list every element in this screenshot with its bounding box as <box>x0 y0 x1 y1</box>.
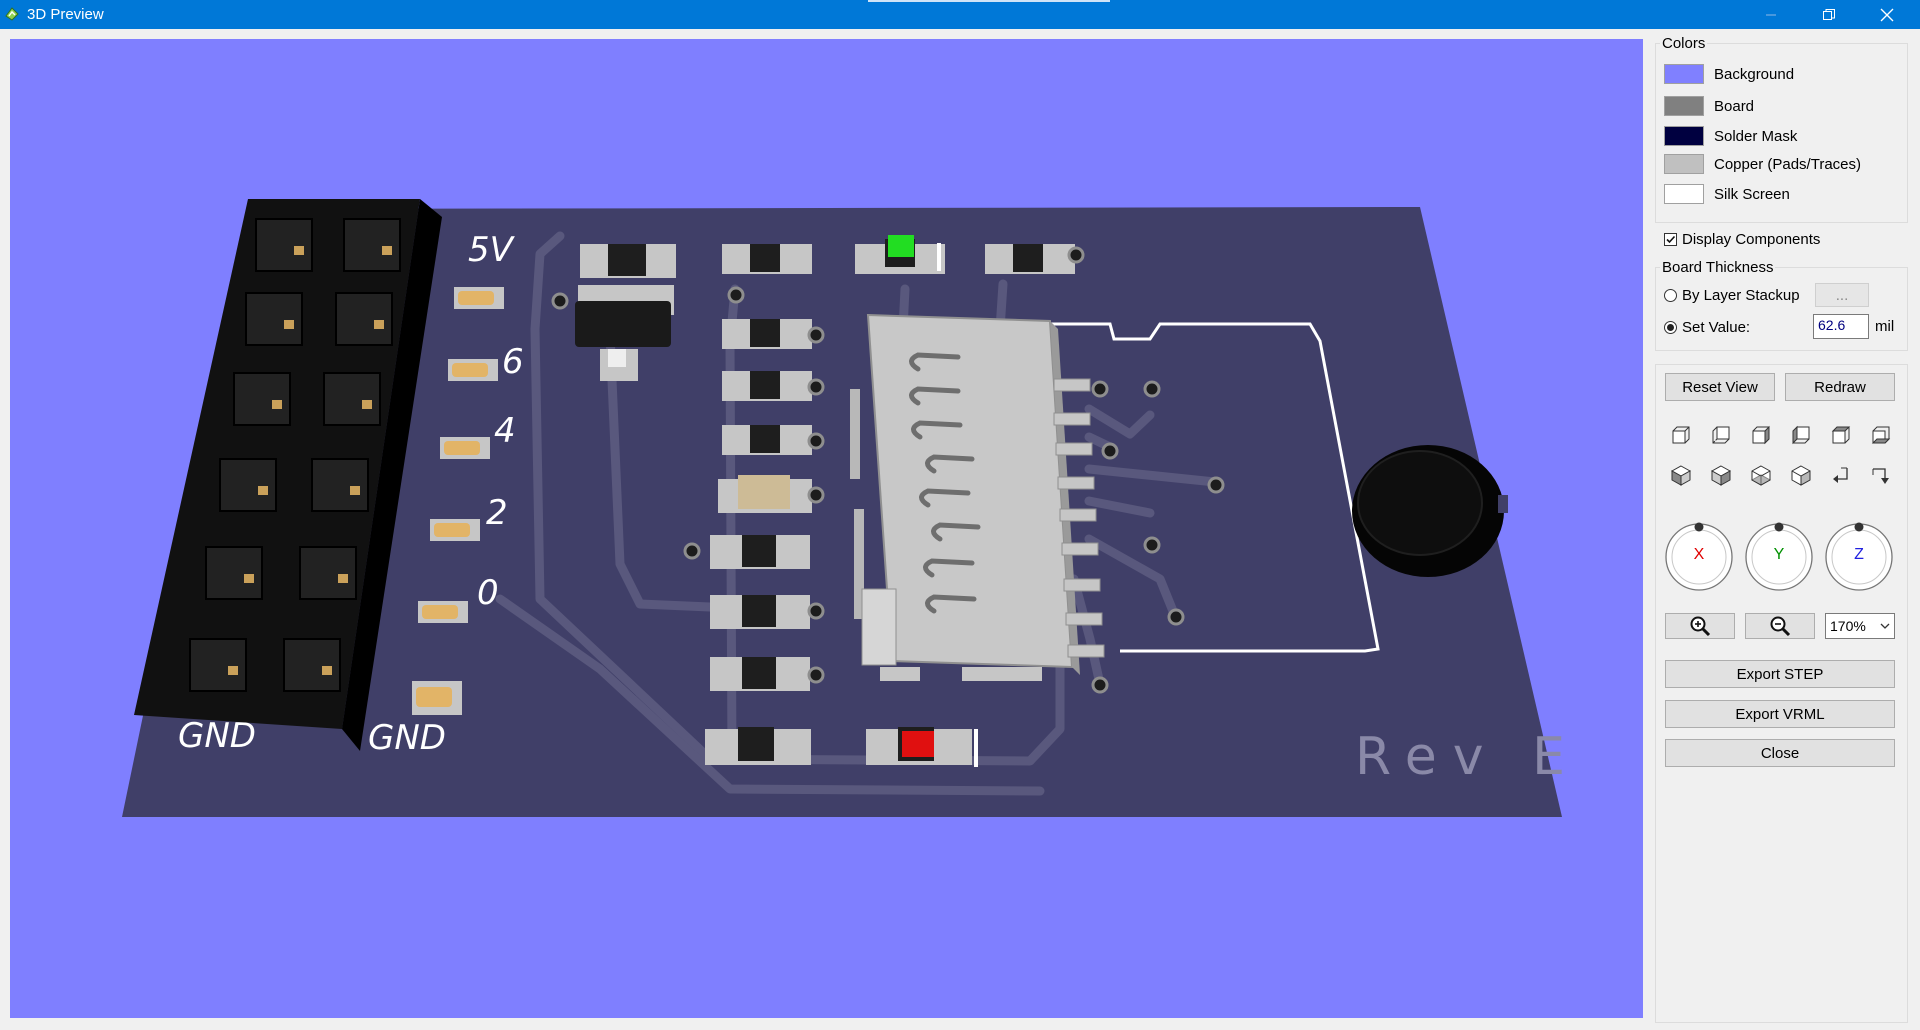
iso-view-1-icon[interactable] <box>1668 462 1694 488</box>
view-back-icon[interactable] <box>1708 422 1734 448</box>
checkbox-box[interactable] <box>1664 233 1677 246</box>
export-vrml-button[interactable]: Export VRML <box>1665 700 1895 728</box>
solder-mask-color-swatch[interactable] <box>1664 126 1704 146</box>
view-left-icon[interactable] <box>1748 422 1774 448</box>
view-bottom-icon[interactable] <box>1868 422 1894 448</box>
board-color-swatch[interactable] <box>1664 96 1704 116</box>
layer-stackup-button[interactable]: ... <box>1815 283 1869 307</box>
close-button[interactable]: Close <box>1665 739 1895 767</box>
reset-view-button[interactable]: Reset View <box>1665 373 1775 401</box>
minimize-button[interactable] <box>1748 0 1794 29</box>
restore-icon <box>1823 8 1835 20</box>
zoom-value: 170% <box>1830 618 1866 634</box>
sd-card-socket <box>850 313 1105 681</box>
label-4: 4 <box>494 411 516 451</box>
silk-screen-color-swatch[interactable] <box>1664 184 1704 204</box>
rotate-ccw-icon[interactable] <box>1828 462 1854 488</box>
label-gnd-right: GND <box>368 718 446 758</box>
color-row-copper[interactable]: Copper (Pads/Traces) <box>1664 153 1861 175</box>
title-bar: 3D Preview <box>0 0 1920 29</box>
copper-label: Copper (Pads/Traces) <box>1714 155 1861 173</box>
view-front-icon[interactable] <box>1668 422 1694 448</box>
zoom-out-button[interactable] <box>1745 613 1815 639</box>
label-6: 6 <box>502 342 524 382</box>
x-axis-label: X <box>1693 546 1705 563</box>
transistor <box>575 244 676 381</box>
background-label: Background <box>1714 65 1795 83</box>
app-icon <box>5 7 19 21</box>
color-row-background[interactable]: Background <box>1664 63 1794 85</box>
close-window-button[interactable] <box>1864 0 1910 29</box>
header-labels: 5V 6 4 2 0 GND GND <box>178 230 524 758</box>
silk-screen-label: Silk Screen <box>1714 185 1790 203</box>
iso-view-4-icon[interactable] <box>1788 462 1814 488</box>
view-right-icon[interactable] <box>1788 422 1814 448</box>
resistor-row-top <box>722 235 1075 274</box>
pcb-render[interactable]: Rev E 5V 6 4 2 0 GND GND <box>10 39 1643 1018</box>
3d-viewport[interactable]: Rev E 5V 6 4 2 0 GND GND <box>10 39 1643 1018</box>
colors-group <box>1655 43 1908 223</box>
set-value-label: Set Value: <box>1682 319 1751 336</box>
zoom-in-icon <box>1690 616 1711 637</box>
board-thickness-group <box>1655 267 1908 351</box>
checkmark-icon <box>1666 235 1676 244</box>
set-value-radio[interactable]: Set Value: <box>1664 319 1750 336</box>
title-bar-indicator <box>868 0 1110 2</box>
label-0: 0 <box>477 573 499 613</box>
zoom-out-icon <box>1770 616 1791 637</box>
colors-title: Colors <box>1660 35 1708 52</box>
label-gnd-left: GND <box>178 716 256 756</box>
redraw-button[interactable]: Redraw <box>1785 373 1895 401</box>
label-2: 2 <box>486 493 508 533</box>
view-controls-group <box>1655 364 1908 1023</box>
thickness-value-input[interactable]: 62.6 <box>1813 314 1869 339</box>
resistor-column <box>705 319 978 767</box>
header-pins <box>412 287 504 715</box>
export-step-button[interactable]: Export STEP <box>1665 660 1895 688</box>
z-axis-label: Z <box>1854 546 1864 563</box>
radio-circle-selected[interactable] <box>1664 321 1677 334</box>
board-thickness-title: Board Thickness <box>1660 259 1776 276</box>
rotate-x-dial[interactable]: X <box>1664 522 1734 592</box>
rev-label: Rev E <box>1355 727 1581 787</box>
smd-components <box>575 235 1075 767</box>
rotate-cw-icon[interactable] <box>1868 462 1894 488</box>
view-top-icon[interactable] <box>1828 422 1854 448</box>
settings-panel: Colors Background Board Solder Mask Copp… <box>1655 33 1910 1023</box>
rotate-y-dial[interactable]: Y <box>1744 522 1814 592</box>
radio-circle[interactable] <box>1664 289 1677 302</box>
minimize-icon <box>1766 14 1776 15</box>
sd-slot-outline <box>1050 322 1380 653</box>
iso-view-2-icon[interactable] <box>1708 462 1734 488</box>
window-title: 3D Preview <box>27 6 104 23</box>
background-color-swatch[interactable] <box>1664 64 1704 84</box>
color-row-board[interactable]: Board <box>1664 95 1754 117</box>
vias <box>551 246 1225 694</box>
zoom-in-button[interactable] <box>1665 613 1735 639</box>
color-row-solder-mask[interactable]: Solder Mask <box>1664 125 1797 147</box>
display-components-checkbox[interactable]: Display Components <box>1664 231 1820 248</box>
buzzer <box>1352 445 1508 577</box>
pin-header-connector <box>134 199 442 751</box>
thickness-unit-label: mil <box>1875 318 1895 335</box>
chevron-down-icon <box>1880 623 1890 629</box>
y-axis-label: Y <box>1773 546 1785 563</box>
restore-button[interactable] <box>1806 0 1852 29</box>
label-5v: 5V <box>468 230 516 270</box>
display-components-label: Display Components <box>1682 231 1821 248</box>
by-layer-stackup-radio[interactable]: By Layer Stackup <box>1664 287 1800 304</box>
color-row-silk-screen[interactable]: Silk Screen <box>1664 183 1790 205</box>
rotate-z-dial[interactable]: Z <box>1824 522 1894 592</box>
by-layer-stackup-label: By Layer Stackup <box>1682 287 1800 304</box>
close-icon <box>1880 8 1894 21</box>
copper-color-swatch[interactable] <box>1664 154 1704 174</box>
board-label: Board <box>1714 97 1755 115</box>
zoom-select[interactable]: 170% <box>1825 613 1895 639</box>
solder-mask-label: Solder Mask <box>1714 127 1798 145</box>
iso-view-3-icon[interactable] <box>1748 462 1774 488</box>
